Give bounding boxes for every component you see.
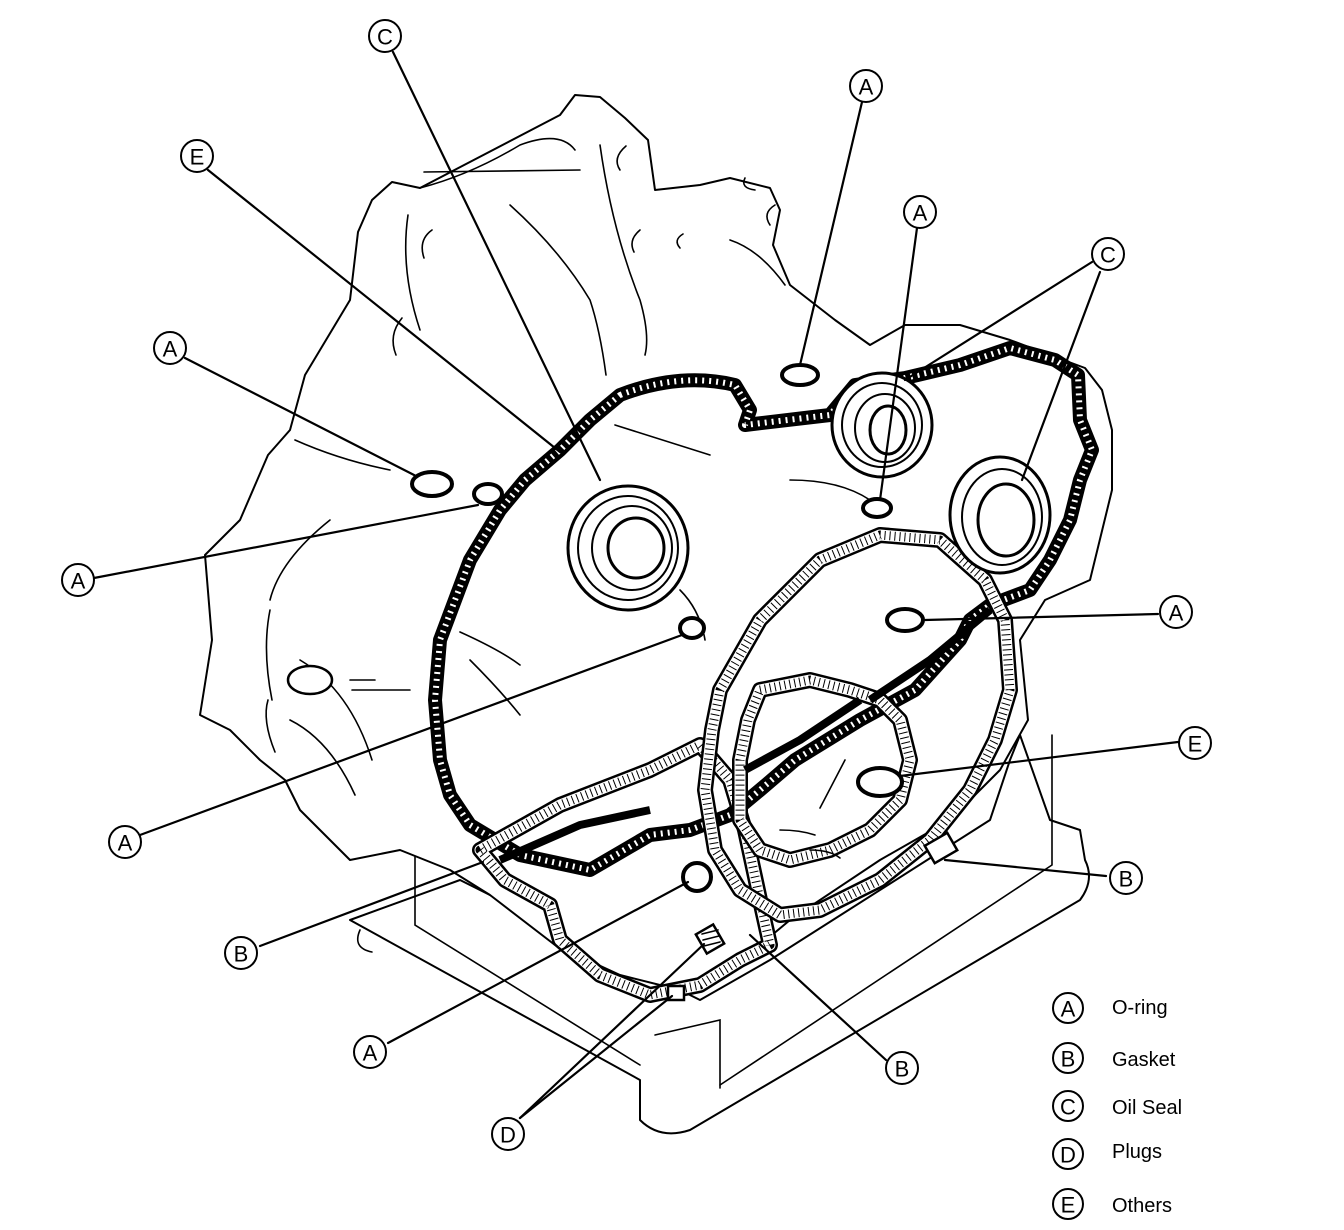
leader-a3 — [183, 356, 418, 478]
svg-text:B: B — [1061, 1047, 1076, 1072]
svg-text:B: B — [1119, 867, 1134, 892]
callout-a6: A — [1159, 595, 1193, 629]
leader-a4 — [92, 503, 480, 580]
callout-c2: C — [1091, 237, 1125, 271]
legend-item-d: D Plugs — [1052, 1138, 1162, 1170]
leader-a2 — [878, 226, 919, 502]
svg-text:A: A — [163, 337, 178, 362]
oil-seal-right — [948, 455, 1052, 575]
leader-c2b — [1020, 270, 1102, 482]
gasket-right-cover — [697, 527, 1018, 923]
svg-text:A: A — [1169, 601, 1184, 626]
callout-a5: A — [108, 825, 142, 859]
oil-seal-upper-right — [830, 371, 934, 479]
leader-d1b — [518, 994, 674, 1120]
svg-text:C: C — [1100, 243, 1116, 268]
leader-a1 — [798, 100, 864, 367]
leader-b2 — [258, 860, 485, 948]
callout-a4: A — [61, 563, 95, 597]
svg-text:E: E — [1061, 1193, 1076, 1218]
callout-e2: E — [1178, 726, 1212, 760]
leader-e2 — [898, 740, 1180, 778]
legend-item-e: E Others — [1052, 1188, 1172, 1220]
leader-b1 — [943, 858, 1108, 878]
svg-text:Plugs: Plugs — [1112, 1141, 1162, 1163]
leader-d1a — [518, 942, 706, 1120]
svg-text:A: A — [118, 831, 133, 856]
svg-text:D: D — [1060, 1143, 1076, 1168]
callout-b3: B — [885, 1051, 919, 1085]
svg-text:C: C — [1060, 1095, 1076, 1120]
svg-text:A: A — [859, 75, 874, 100]
svg-text:A: A — [1061, 997, 1076, 1022]
callout-b2: B — [224, 936, 258, 970]
svg-text:E: E — [1188, 732, 1203, 757]
svg-text:A: A — [363, 1041, 378, 1066]
callout-a3: A — [153, 331, 187, 365]
svg-text:Oil Seal: Oil Seal — [1112, 1097, 1182, 1119]
callout-d1: D — [491, 1117, 525, 1151]
gasket-lower-left — [472, 737, 778, 1003]
leader-a6 — [923, 612, 1160, 622]
leader-c2a — [903, 260, 1094, 382]
leader-e1 — [206, 168, 562, 454]
svg-text:O-ring: O-ring — [1112, 997, 1168, 1019]
gasket-main-flange — [428, 341, 1099, 877]
legend-item-a: A O-ring — [1052, 992, 1168, 1024]
leader-b3 — [748, 933, 888, 1062]
callout-a2: A — [903, 195, 937, 229]
o-rings — [410, 363, 925, 893]
svg-text:Others: Others — [1112, 1195, 1172, 1217]
svg-text:Gasket: Gasket — [1112, 1049, 1176, 1071]
callout-e1: E — [180, 139, 214, 173]
legend-item-b: B Gasket — [1052, 1042, 1176, 1074]
svg-text:D: D — [500, 1123, 516, 1148]
leader-c1 — [391, 50, 602, 482]
svg-text:E: E — [190, 145, 205, 170]
svg-text:A: A — [913, 201, 928, 226]
svg-text:C: C — [377, 25, 393, 50]
leader-lines — [92, 50, 1180, 1120]
legend-item-c: C Oil Seal — [1052, 1090, 1182, 1122]
leader-a7 — [386, 880, 690, 1045]
callout-c1: C — [368, 19, 402, 53]
callout-a7: A — [353, 1035, 387, 1069]
legend: A O-ring B Gasket C Oil Seal D Plugs E O… — [1052, 992, 1182, 1220]
base-plate — [349, 734, 1090, 1135]
gasket-inner — [498, 606, 993, 868]
callout-a1: A — [849, 69, 883, 103]
svg-text:B: B — [234, 942, 249, 967]
svg-text:A: A — [71, 569, 86, 594]
leader-a5 — [138, 633, 684, 837]
oil-seal-center — [566, 484, 690, 612]
svg-text:B: B — [895, 1057, 910, 1082]
callout-b1: B — [1109, 861, 1143, 895]
